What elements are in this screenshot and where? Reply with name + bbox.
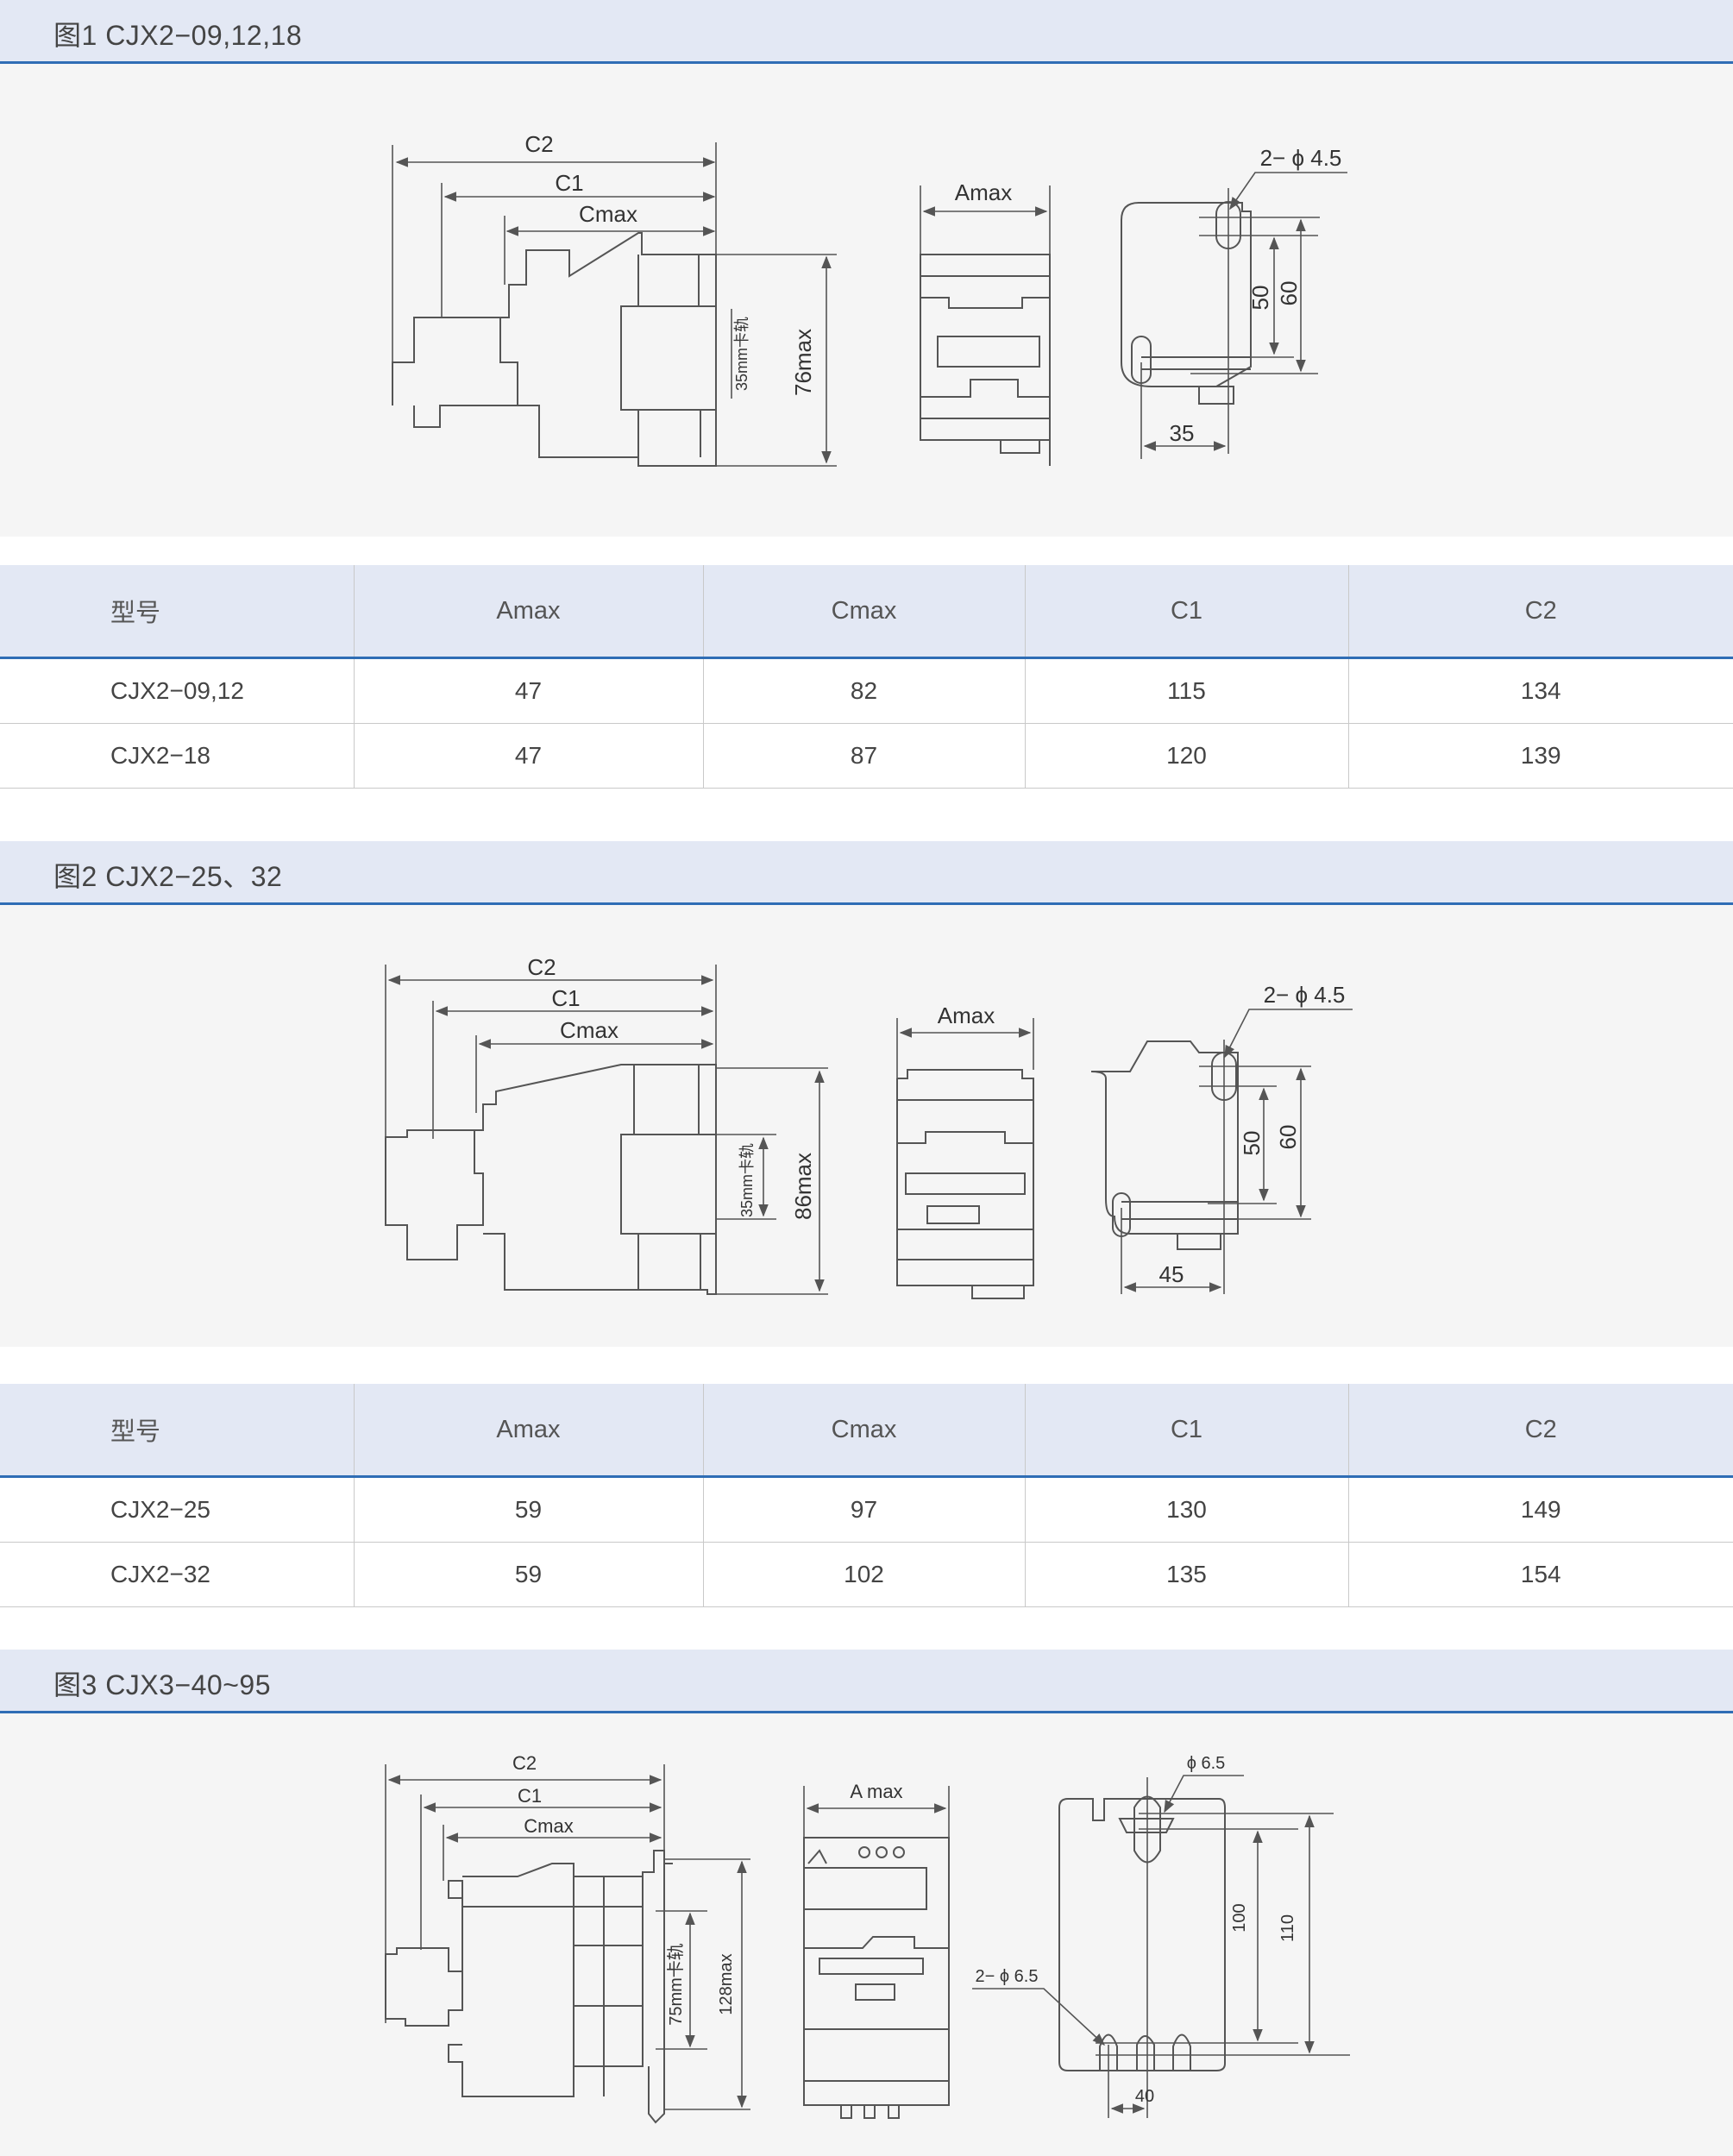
cell-amax: 47 [354,723,704,789]
cell-amax: 59 [354,1542,704,1607]
dim-c2-label: C2 [524,131,553,157]
side-view-3 [385,1764,750,2124]
side-view-2 [385,965,828,1295]
section-3-header: 图3 CJX3−40~95 [0,1650,1733,1713]
dim-width-label: 45 [1159,1261,1184,1287]
table-row: CJX2−25 59 97 130 149 [0,1476,1733,1543]
dim-c1-label: C1 [518,1785,542,1807]
col-cmax: Cmax [703,565,1026,659]
cell-amax: 59 [354,1476,704,1543]
cell-model: CJX2−09,12 [0,657,355,724]
hole-label: 2− ϕ 4.5 [1264,982,1346,1008]
hole-label: 2− ϕ 6.5 [976,1967,1039,1986]
dim-50-label: 50 [1239,1131,1265,1156]
table-row: CJX2−32 59 102 135 154 [0,1542,1733,1607]
rail-label: 75mm卡轨 [666,1943,686,2026]
cell-model: CJX2−32 [0,1542,355,1607]
dim-100-label: 100 [1230,1903,1249,1932]
dim-cmax-label: Cmax [579,201,637,227]
cell-c2: 139 [1348,723,1733,789]
cell-c1: 130 [1025,1476,1349,1543]
cell-cmax: 102 [703,1542,1026,1607]
cell-cmax: 87 [703,723,1026,789]
dim-c1-label: C1 [555,170,583,196]
section-2-title: 图2 CJX2−25、32 [53,861,283,892]
table-row: CJX2−18 47 87 120 139 [0,723,1733,789]
side-view-1 [392,142,837,467]
col-amax: Amax [354,565,704,659]
rail-label: 35mm卡轨 [738,1143,756,1217]
section-2-diagram: C2 C1 Cmax 86max 35mm卡轨 Amax 2− ϕ 4.5 [385,954,1353,1299]
dim-50-label: 50 [1247,286,1273,311]
dim-width-label: 40 [1135,2087,1154,2106]
col-amax: Amax [354,1384,704,1478]
dim-cmax-label: Cmax [560,1017,618,1043]
col-model: 型号 [0,1384,355,1478]
mount-view-3 [972,1775,1350,2118]
dim-cmax-label: Cmax [524,1815,573,1837]
front-view-3 [803,1786,950,2119]
section-3-title: 图3 CJX3−40~95 [53,1669,272,1700]
cell-c1: 115 [1025,657,1349,724]
table-header-row: 型号 Amax Cmax C1 C2 [0,565,1733,659]
dim-c2-label: C2 [527,954,556,980]
front-view-2 [896,1018,1034,1299]
dim-width-label: 35 [1170,420,1195,446]
dim-c1-label: C1 [551,985,580,1011]
cell-model: CJX2−25 [0,1476,355,1543]
table-row: CJX2−09,12 47 82 115 134 [0,657,1733,724]
cell-c1: 120 [1025,723,1349,789]
col-cmax: Cmax [703,1384,1026,1478]
dim-height-label: 76max [790,329,816,396]
col-model: 型号 [0,565,355,659]
section-3-diagram: C2 C1 Cmax 128max 75mm卡轨 A max [385,1752,1350,2124]
section-2-header: 图2 CJX2−25、32 [0,841,1733,905]
cell-c2: 134 [1348,657,1733,724]
col-c1: C1 [1025,1384,1349,1478]
dim-amax-label: Amax [955,179,1012,205]
cell-amax: 47 [354,657,704,724]
dim-60-label: 60 [1275,1125,1301,1150]
mount-view-2 [1090,1009,1353,1294]
section-3-drawing: C2 C1 Cmax 128max 75mm卡轨 A max [0,1713,1733,2156]
dim-60-label: 60 [1276,281,1302,306]
dim-c2-label: C2 [512,1752,537,1774]
rail-label: 35mm卡轨 [733,317,750,391]
section-1-diagram: C2 C1 Cmax 76max 35mm卡轨 Amax 2− ϕ [392,131,1347,467]
mount-view-1 [1121,172,1347,459]
col-c2: C2 [1348,1384,1733,1478]
table-header-row: 型号 Amax Cmax C1 C2 [0,1384,1733,1478]
col-c1: C1 [1025,565,1349,659]
front-view-1 [920,185,1051,466]
spec-table-2: 型号 Amax Cmax C1 C2 CJX2−25 59 97 130 149… [0,1384,1733,1607]
cell-cmax: 97 [703,1476,1026,1543]
col-c2: C2 [1348,565,1733,659]
cell-c2: 149 [1348,1476,1733,1543]
section-1-drawing: C2 C1 Cmax 76max 35mm卡轨 Amax 2− ϕ [0,64,1733,537]
dim-amax-label: Amax [938,1003,995,1028]
cell-c1: 135 [1025,1542,1349,1607]
spec-table-1: 型号 Amax Cmax C1 C2 CJX2−09,12 47 82 115 … [0,565,1733,789]
hole-top-label: ϕ 6.5 [1187,1754,1226,1773]
dim-110-label: 110 [1278,1914,1297,1942]
hole-label: 2− ϕ 4.5 [1260,145,1342,171]
cell-c2: 154 [1348,1542,1733,1607]
cell-cmax: 82 [703,657,1026,724]
cell-model: CJX2−18 [0,723,355,789]
section-1-header: 图1 CJX2−09,12,18 [0,0,1733,64]
section-2-drawing: C2 C1 Cmax 86max 35mm卡轨 Amax 2− ϕ 4.5 [0,905,1733,1347]
dim-amax-label: A max [850,1781,902,1802]
dim-height-label: 86max [790,1153,816,1220]
section-1-title: 图1 CJX2−09,12,18 [53,20,303,51]
dim-height-label: 128max [717,1953,736,2015]
